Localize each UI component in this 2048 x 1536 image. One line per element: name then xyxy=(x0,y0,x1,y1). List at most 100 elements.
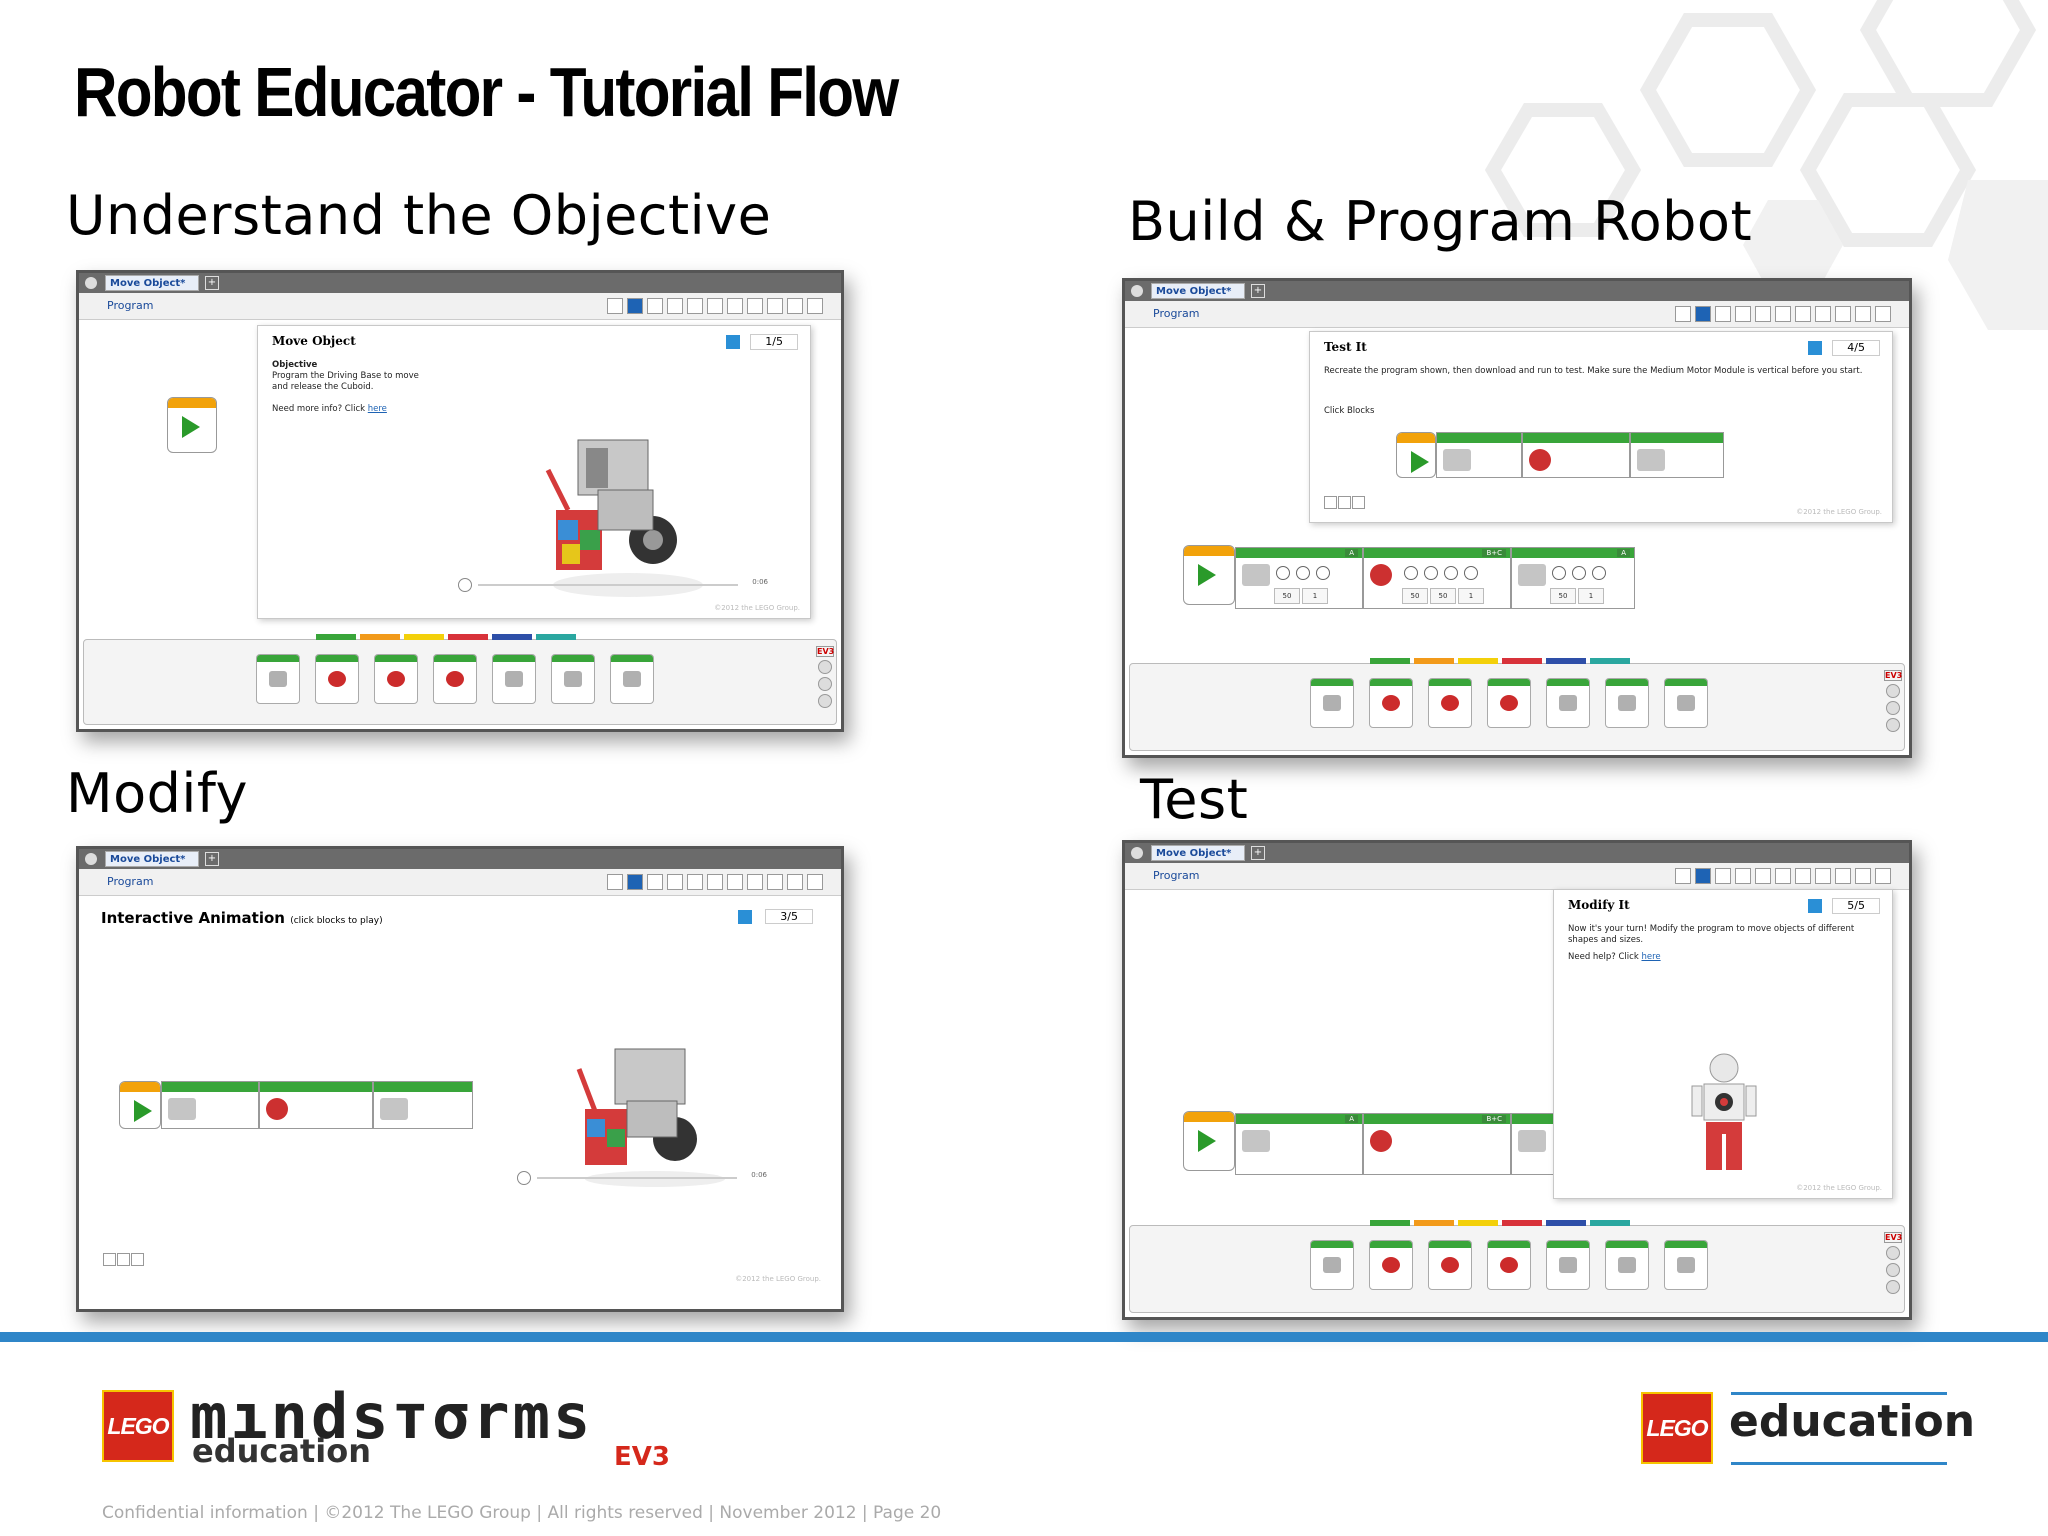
palette-color-tabs[interactable] xyxy=(1370,1220,1630,1226)
save-icon[interactable] xyxy=(1755,868,1771,884)
program-tab[interactable]: Program xyxy=(1153,307,1200,320)
run-selected-icon[interactable] xyxy=(1886,718,1900,732)
param-value[interactable]: 50 xyxy=(1274,588,1300,604)
zoom-in-icon[interactable] xyxy=(1835,306,1851,322)
download-icon[interactable] xyxy=(1808,341,1823,355)
palette-color-tabs[interactable] xyxy=(316,634,576,640)
redo-icon[interactable] xyxy=(1795,868,1811,884)
param-value[interactable]: 1 xyxy=(1578,588,1604,604)
add-tab-icon[interactable]: + xyxy=(1251,284,1265,298)
palette-block[interactable] xyxy=(1487,1240,1531,1290)
zoom-reset-icon[interactable] xyxy=(787,298,803,314)
pan-icon[interactable] xyxy=(1715,868,1731,884)
palette-block[interactable] xyxy=(492,654,536,704)
save-icon[interactable] xyxy=(1755,306,1771,322)
content-icon[interactable] xyxy=(607,298,623,314)
content-icon[interactable] xyxy=(1675,306,1691,322)
start-block[interactable] xyxy=(1183,545,1235,605)
content-icon[interactable] xyxy=(1675,868,1691,884)
motor-block[interactable]: A xyxy=(1235,1113,1363,1175)
start-block[interactable] xyxy=(119,1081,161,1129)
motor-block[interactable] xyxy=(161,1081,259,1129)
zoom-out-icon[interactable] xyxy=(1815,868,1831,884)
palette-block[interactable] xyxy=(551,654,595,704)
palette-block[interactable] xyxy=(1369,1240,1413,1290)
palette-block[interactable] xyxy=(1546,678,1590,728)
zoom-in-icon[interactable] xyxy=(767,874,783,890)
select-icon[interactable] xyxy=(627,298,643,314)
undo-icon[interactable] xyxy=(707,298,723,314)
palette-block[interactable] xyxy=(610,654,654,704)
palette-block[interactable] xyxy=(1605,1240,1649,1290)
motor-block[interactable] xyxy=(1522,432,1630,478)
palette-block[interactable] xyxy=(1546,1240,1590,1290)
download-icon[interactable] xyxy=(1808,899,1823,913)
zoom-reset-icon[interactable] xyxy=(787,874,803,890)
add-tab-icon[interactable]: + xyxy=(1251,846,1265,860)
play-icon[interactable] xyxy=(458,578,472,592)
palette-block[interactable] xyxy=(1369,678,1413,728)
motor-block[interactable] xyxy=(373,1081,473,1129)
start-block[interactable] xyxy=(1396,432,1436,478)
param-value[interactable]: 1 xyxy=(1458,588,1484,604)
add-tab-icon[interactable]: + xyxy=(205,276,219,290)
run-selected-icon[interactable] xyxy=(1886,1280,1900,1294)
run-icon[interactable] xyxy=(1886,701,1900,715)
comment-icon[interactable] xyxy=(667,874,683,890)
pan-icon[interactable] xyxy=(647,874,663,890)
comment-icon[interactable] xyxy=(1735,306,1751,322)
download-icon[interactable] xyxy=(737,910,752,924)
zoom-in-icon[interactable] xyxy=(1338,496,1351,509)
file-tab[interactable]: Move Object* xyxy=(1151,845,1245,861)
run-selected-icon[interactable] xyxy=(818,694,832,708)
pan-icon[interactable] xyxy=(647,298,663,314)
program-tab[interactable]: Program xyxy=(1153,869,1200,882)
help-icon[interactable] xyxy=(1875,868,1891,884)
palette-block[interactable] xyxy=(315,654,359,704)
start-block[interactable] xyxy=(1183,1111,1235,1171)
download-icon[interactable] xyxy=(818,660,832,674)
video-progress[interactable] xyxy=(537,1177,737,1179)
zoom-reset-icon[interactable] xyxy=(1855,868,1871,884)
zoom-out-icon[interactable] xyxy=(747,298,763,314)
palette-block[interactable] xyxy=(1428,1240,1472,1290)
select-icon[interactable] xyxy=(1695,306,1711,322)
param-value[interactable]: 1 xyxy=(1302,588,1328,604)
video-progress[interactable] xyxy=(478,584,738,586)
motor-block[interactable] xyxy=(1436,432,1522,478)
download-icon[interactable] xyxy=(1886,1246,1900,1260)
select-icon[interactable] xyxy=(1695,868,1711,884)
motor-block[interactable] xyxy=(1630,432,1724,478)
palette-block[interactable] xyxy=(1664,1240,1708,1290)
download-icon[interactable] xyxy=(1886,684,1900,698)
zoom-reset-icon[interactable] xyxy=(131,1253,144,1266)
zoom-in-icon[interactable] xyxy=(767,298,783,314)
palette-block[interactable] xyxy=(374,654,418,704)
run-icon[interactable] xyxy=(1886,1263,1900,1277)
zoom-out-icon[interactable] xyxy=(103,1253,116,1266)
undo-icon[interactable] xyxy=(1775,306,1791,322)
palette-block[interactable] xyxy=(1310,1240,1354,1290)
redo-icon[interactable] xyxy=(727,298,743,314)
zoom-reset-icon[interactable] xyxy=(1352,496,1365,509)
param-value[interactable]: 50 xyxy=(1550,588,1576,604)
zoom-reset-icon[interactable] xyxy=(1855,306,1871,322)
motor-block[interactable]: B+C xyxy=(1363,1113,1511,1175)
help-icon[interactable] xyxy=(807,874,823,890)
pan-icon[interactable] xyxy=(1715,306,1731,322)
file-tab[interactable]: Move Object* xyxy=(105,851,199,867)
help-icon[interactable] xyxy=(807,298,823,314)
add-tab-icon[interactable]: + xyxy=(205,852,219,866)
param-value[interactable]: 50 xyxy=(1430,588,1456,604)
palette-block[interactable] xyxy=(1664,678,1708,728)
zoom-out-icon[interactable] xyxy=(747,874,763,890)
zoom-out-icon[interactable] xyxy=(1815,306,1831,322)
undo-icon[interactable] xyxy=(1775,868,1791,884)
zoom-in-icon[interactable] xyxy=(117,1253,130,1266)
redo-icon[interactable] xyxy=(727,874,743,890)
zoom-in-icon[interactable] xyxy=(1835,868,1851,884)
content-icon[interactable] xyxy=(607,874,623,890)
